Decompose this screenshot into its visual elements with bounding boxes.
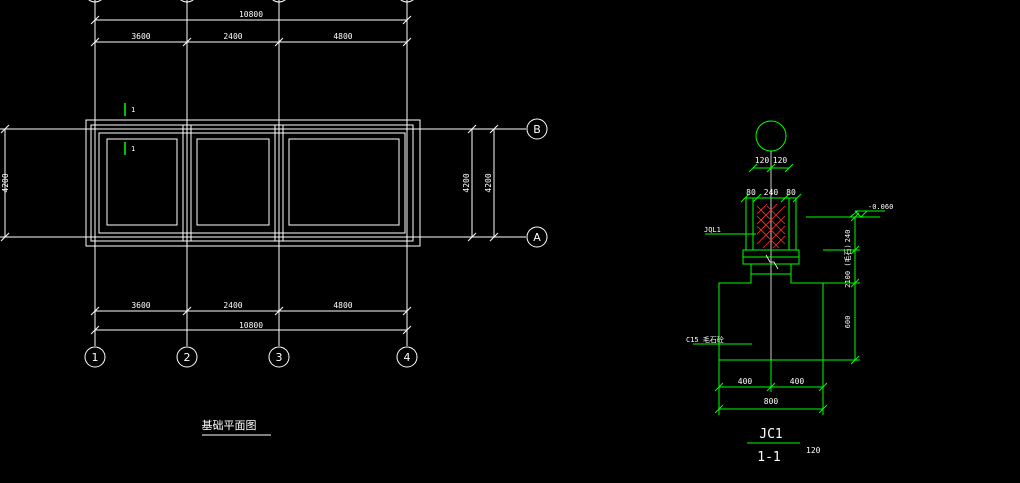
room-2-outline (196, 138, 270, 226)
axis-bubble-1 (84, 346, 106, 368)
sec-dim-80-right: 80 (786, 188, 796, 197)
dim-bottom-seg3: 4800 (333, 301, 352, 310)
sec-label-concrete: C15 毛石砼 (686, 335, 724, 344)
section-title-name: JC1 (759, 427, 782, 442)
dim-top-seg2: 2400 (223, 32, 242, 41)
sec-label-beam: JQL1 (704, 226, 721, 234)
dim-bottom-total: 10800 (239, 321, 263, 330)
section-jc1 (693, 120, 885, 444)
axis-label-4: 4 (404, 351, 411, 364)
room-1-outline (106, 138, 178, 226)
sec-height-600: 600 (844, 316, 852, 329)
dim-bottom-seg2: 2400 (223, 301, 242, 310)
axis-label-B: B (533, 123, 541, 136)
section-title-cut: 1-1 (757, 450, 780, 465)
axis-label-3: 3 (276, 351, 283, 364)
section-mark-upper: 1 (131, 106, 135, 114)
sec-height-step: 2100 (毛石) (843, 244, 852, 288)
axis-bubble-B (526, 118, 548, 140)
sec-dim-80-left: 80 (746, 188, 756, 197)
dim-left: 4200 (1, 173, 10, 192)
section-mark-lower: 1 (131, 145, 135, 153)
sec-base-right: 400 (790, 377, 805, 386)
foundation-outer-outline (85, 119, 421, 247)
dim-top-total: 10800 (239, 10, 263, 19)
axis-label-1: 1 (92, 351, 99, 364)
sec-dim-240: 240 (764, 188, 779, 197)
foundation-plan (0, 0, 526, 346)
sec-elevation: -0.060 (868, 203, 893, 211)
dim-top-seg3: 4800 (333, 32, 352, 41)
axis-bubble-2 (176, 346, 198, 368)
sec-dim-top-right: 120 (773, 156, 788, 165)
section-title-scale: 120 (806, 446, 821, 455)
plan-title: 基础平面图 (202, 419, 257, 432)
axis-label-A: A (533, 231, 541, 244)
axis-label-2: 2 (184, 351, 191, 364)
sec-base-total: 800 (764, 397, 779, 406)
dim-bottom-seg1: 3600 (131, 301, 150, 310)
axis-bubble-A (526, 226, 548, 248)
axis-bubble-3 (268, 346, 290, 368)
dim-right-inner: 4200 (462, 173, 471, 192)
axis-bubble-4 (396, 346, 418, 368)
section-wall-hatch (756, 203, 786, 249)
dim-top-seg1: 3600 (131, 32, 150, 41)
dim-right-outer: 4200 (484, 173, 493, 192)
sec-height-240: 240 (844, 230, 852, 243)
sec-base-left: 400 (738, 377, 753, 386)
room-3-outline (288, 138, 400, 226)
sec-dim-top-left: 120 (755, 156, 770, 165)
